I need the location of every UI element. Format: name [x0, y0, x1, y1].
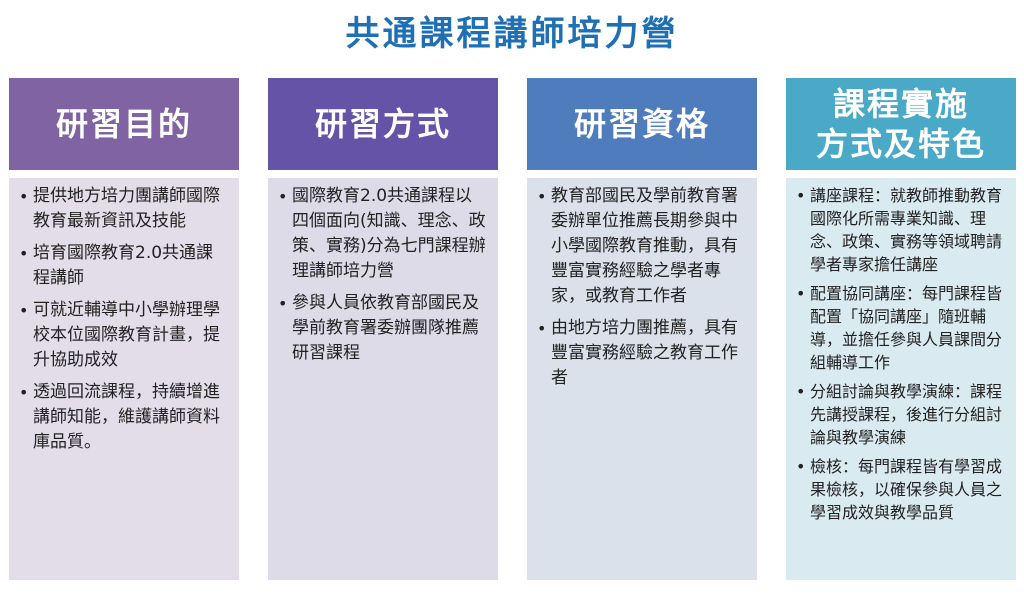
column-header: 課程實施 方式及特色: [786, 78, 1016, 170]
list-item: 講座課程：就教師推動教育國際化所需專業知識、理念、政策、實務等領域聘請學者專家擔…: [794, 184, 1006, 276]
list-item: 透過回流課程，持續增進講師知能，維護講師資料庫品質。: [17, 380, 229, 455]
column-header: 研習方式: [268, 78, 498, 170]
column-body: 講座課程：就教師推動教育國際化所需專業知識、理念、政策、實務等領域聘請學者專家擔…: [786, 178, 1016, 580]
list-item: 檢核：每門課程皆有學習成果檢核，以確保參與人員之學習成效與教學品質: [794, 455, 1006, 524]
list-item: 提供地方培力團講師國際教育最新資訊及技能: [17, 184, 229, 234]
column-header: 研習目的: [9, 78, 239, 170]
list-item: 培育國際教育2.0共通課程講師: [17, 241, 229, 291]
list-item: 國際教育2.0共通課程以四個面向(知識、理念、政策、實務)分為七門課程辦理講師培…: [276, 184, 488, 284]
list-item: 分組討論與教學演練：課程先講授課程，後進行分組討論與教學演練: [794, 380, 1006, 449]
list-item: 配置協同講座：每門課程皆配置「協同講座」隨班輔導，並擔任參與人員課間分組輔導工作: [794, 282, 1006, 374]
column-body: 提供地方培力團講師國際教育最新資訊及技能 培育國際教育2.0共通課程講師 可就近…: [9, 178, 239, 580]
list-item: 由地方培力團推薦，具有豐富實務經驗之教育工作者: [535, 316, 747, 391]
list-item: 教育部國民及學前教育署委辦單位推薦長期參與中小學國際教育推動，具有豐富實務經驗之…: [535, 184, 747, 309]
list-item: 可就近輔導中小學辦理學校本位國際教育計畫，提升協助成效: [17, 298, 229, 373]
column-body: 國際教育2.0共通課程以四個面向(知識、理念、政策、實務)分為七門課程辦理講師培…: [268, 178, 498, 580]
column-method: 研習方式 國際教育2.0共通課程以四個面向(知識、理念、政策、實務)分為七門課程…: [268, 78, 498, 580]
column-qualification: 研習資格 教育部國民及學前教育署委辦單位推薦長期參與中小學國際教育推動，具有豐富…: [527, 78, 757, 580]
column-header: 研習資格: [527, 78, 757, 170]
column-implementation: 課程實施 方式及特色 講座課程：就教師推動教育國際化所需專業知識、理念、政策、實…: [786, 78, 1016, 580]
column-purpose: 研習目的 提供地方培力團講師國際教育最新資訊及技能 培育國際教育2.0共通課程講…: [9, 78, 239, 580]
page-title: 共通課程講師培力營: [345, 14, 679, 54]
list-item: 參與人員依教育部國民及學前教育署委辦團隊推薦研習課程: [276, 291, 488, 366]
column-body: 教育部國民及學前教育署委辦單位推薦長期參與中小學國際教育推動，具有豐富實務經驗之…: [527, 178, 757, 580]
